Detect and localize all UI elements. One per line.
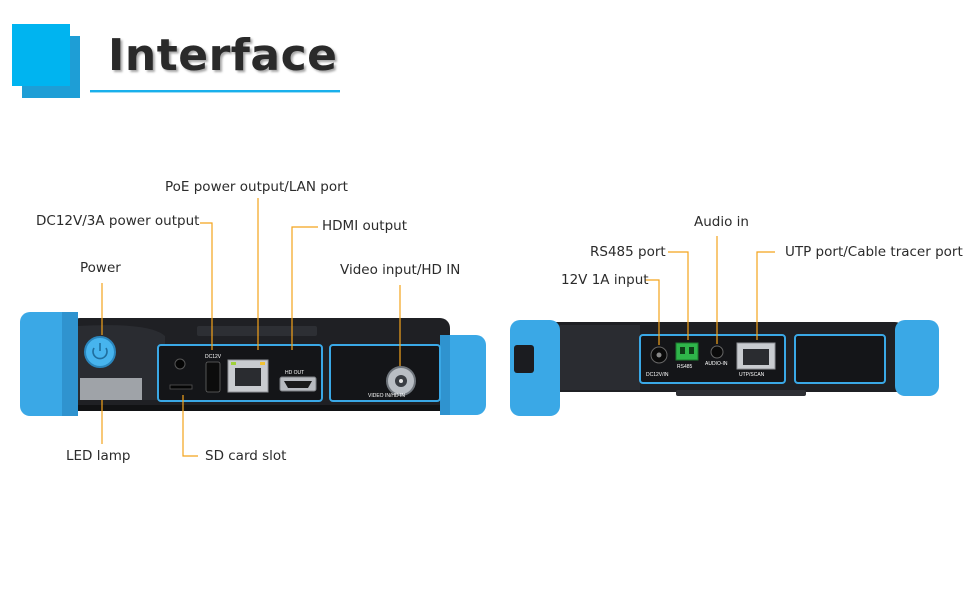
hdout-port-text: HD OUT xyxy=(285,370,304,376)
right-device xyxy=(510,320,939,416)
leader-lines xyxy=(101,198,775,457)
label-power: Power xyxy=(80,260,121,276)
label-rs485-port: RS485 port xyxy=(590,244,666,260)
dc-output-port[interactable] xyxy=(205,361,221,393)
right-right-bumper xyxy=(895,320,939,396)
right-bumper xyxy=(440,335,486,415)
power-button[interactable] xyxy=(84,336,116,368)
label-dc12v-output: DC12V/3A power output xyxy=(36,213,200,229)
left-device xyxy=(20,312,486,416)
label-led-lamp: LED lamp xyxy=(66,448,131,464)
label-hdmi-output: HDMI output xyxy=(322,218,407,234)
label-video-input: Video input/HD IN xyxy=(340,262,461,278)
label-poe-lan-port: PoE power output/LAN port xyxy=(165,179,348,195)
title-block: Interface xyxy=(12,24,352,104)
page-title: Interface xyxy=(108,30,338,81)
sd-card-slot[interactable] xyxy=(169,384,193,390)
label-sd-card-slot: SD card slot xyxy=(205,448,287,464)
title-underline xyxy=(90,90,340,92)
rs485-port[interactable] xyxy=(675,342,699,361)
label-audio-in: Audio in xyxy=(694,214,749,230)
audio-in-port[interactable] xyxy=(710,345,724,359)
dc12vin-text: DC12V/IN xyxy=(646,372,669,378)
label-utp-port: UTP port/Cable tracer port xyxy=(785,244,963,260)
dc-port-text: DC12V xyxy=(205,354,222,360)
audioin-text: AUDIO-IN xyxy=(705,361,728,367)
rs485-text: RS485 xyxy=(677,364,693,370)
utpscan-text: UTP/SCAN xyxy=(739,372,765,378)
right-left-bumper xyxy=(510,320,560,416)
led-lamp xyxy=(80,378,142,400)
label-12v-input: 12V 1A input xyxy=(561,272,649,288)
title-square xyxy=(12,24,70,86)
video-port-text: VIDEO IN/HD IN xyxy=(368,393,405,399)
